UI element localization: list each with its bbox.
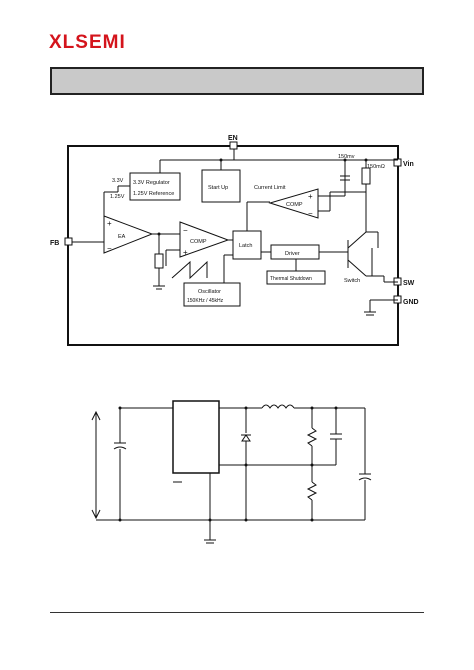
rsense-label: 150mΩ (367, 164, 385, 170)
pin-label-vin: Vin (403, 161, 414, 168)
ea-label: EA (118, 234, 126, 240)
startup-label: Start Up (208, 185, 228, 191)
reference-label: 1.25V Reference (133, 191, 174, 197)
pin-label-fb: FB (50, 240, 59, 247)
oscillator-freq-label: 150KHz / 45kHz (187, 298, 224, 304)
driver-label: Driver (285, 251, 300, 257)
comp-main-label: COMP (190, 239, 207, 245)
v33-label: 3.3V (112, 178, 124, 184)
oscillator-block (183, 282, 241, 307)
regulator-label: 3.3V Regulator (133, 180, 170, 186)
pin-fb (64, 237, 73, 246)
pin-en (229, 141, 238, 150)
ea-minus: − (107, 244, 112, 253)
oscillator-label: Oscillator (198, 289, 221, 295)
output-capacitor (358, 477, 372, 481)
switch-label: Switch (344, 278, 360, 284)
header-title-bar (50, 67, 424, 95)
pwm-comparator (179, 221, 230, 258)
current-limit-label: Current Limit (254, 185, 286, 191)
regulator-ic (172, 400, 220, 474)
feedback-resistor-top (306, 427, 318, 447)
pin-vin (393, 158, 402, 167)
comp-main-plus: + (183, 248, 188, 257)
comp-limit-label: COMP (286, 202, 303, 208)
comp-limit-minus: − (308, 209, 313, 218)
pin-label-en: EN (228, 135, 238, 142)
pin-label-sw: SW (403, 280, 415, 287)
footer-rule (50, 612, 424, 613)
comp-limit-plus: + (308, 192, 313, 201)
v125-label: 1.25V (110, 194, 125, 200)
latch-label: Latch (239, 243, 252, 249)
current-limit-comparator (268, 188, 319, 219)
error-amplifier (103, 215, 154, 254)
catch-diode (241, 434, 251, 442)
comp-main-minus: − (183, 226, 188, 235)
inductor (261, 404, 295, 409)
feedback-resistor-bottom (306, 481, 318, 501)
thermal-label: Thermal Shutdown (270, 276, 312, 282)
ea-plus: + (107, 219, 112, 228)
pin-label-gnd: GND (403, 299, 419, 306)
input-capacitor (113, 446, 127, 450)
company-logo: XLSEMI (49, 32, 126, 53)
mv150-label: 150mv (338, 154, 355, 160)
